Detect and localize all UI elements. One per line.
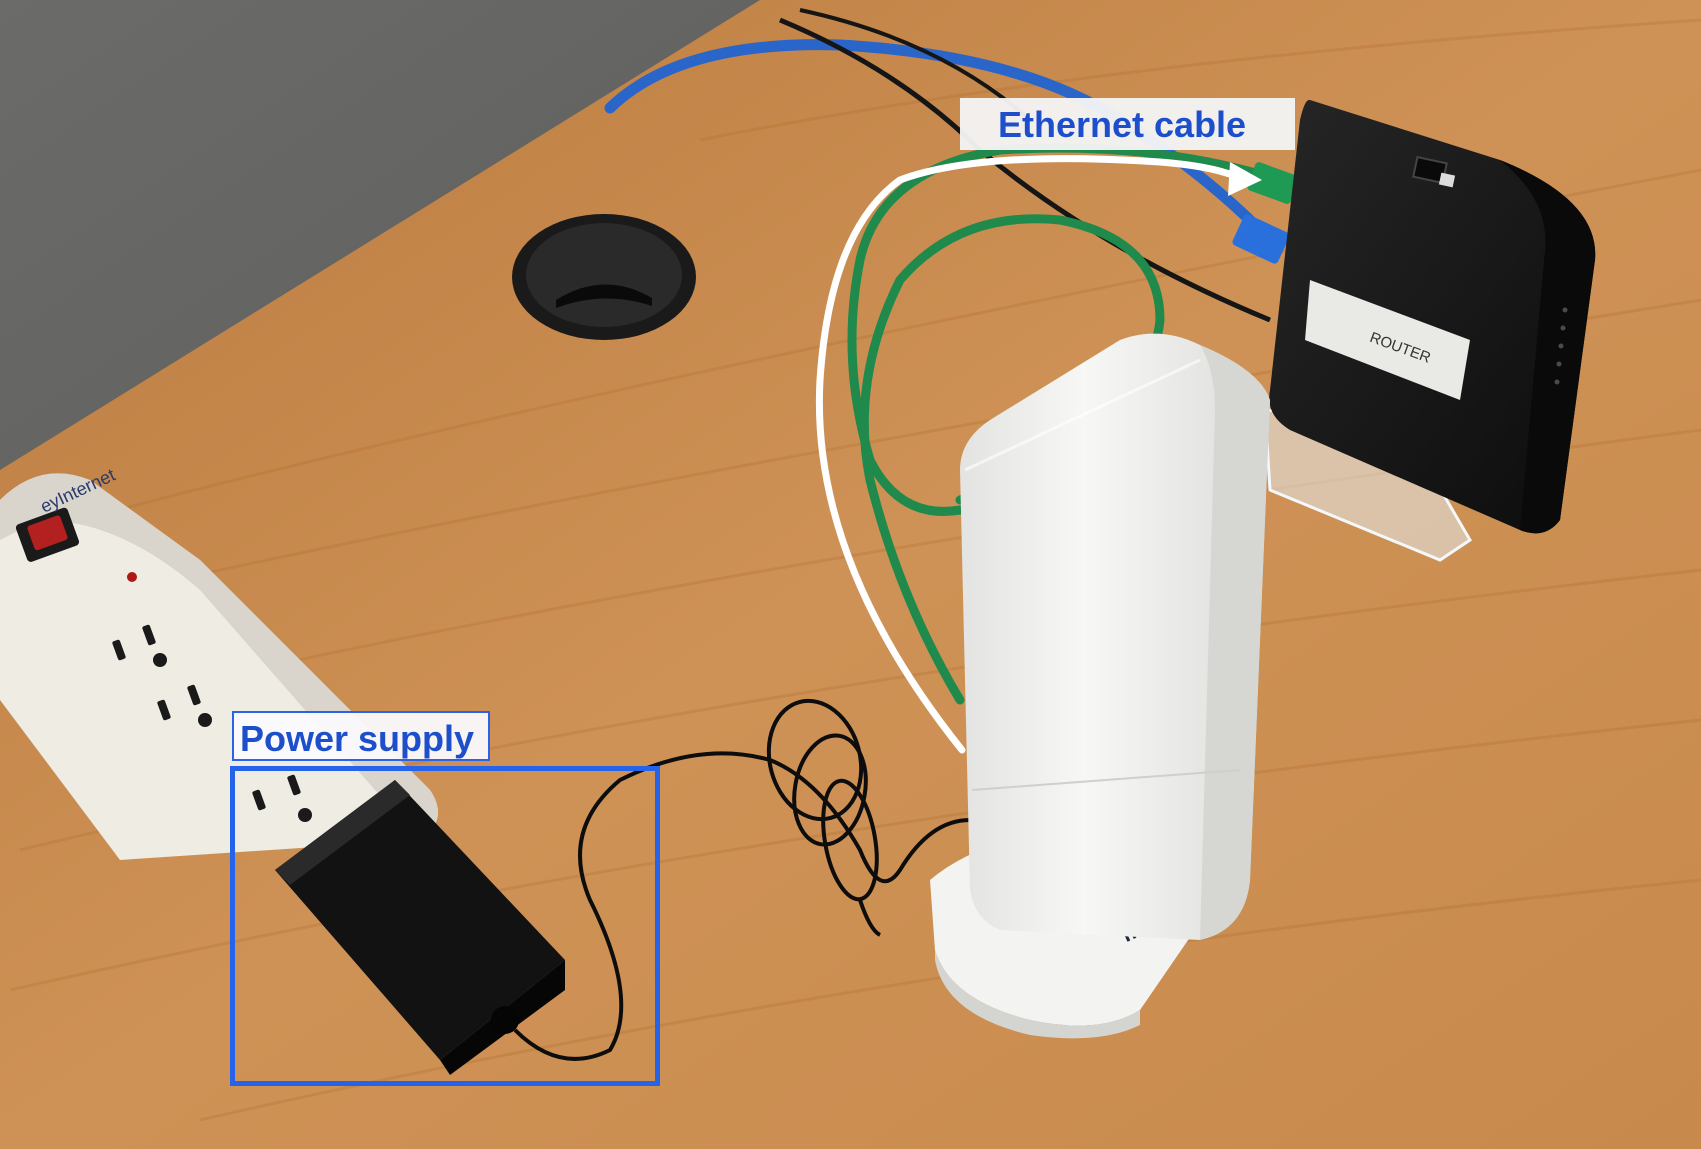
router-label — [1305, 280, 1470, 400]
green-connector — [1247, 162, 1299, 204]
power-cable-coil — [766, 698, 882, 937]
ethernet-cable-label: Ethernet cable — [960, 98, 1295, 150]
power-supply-label: Power supply — [232, 711, 490, 761]
ethernet-arrow — [815, 155, 1262, 754]
power-supply-brick — [275, 780, 565, 1075]
router: ROUTER — [1269, 99, 1596, 534]
desk-grommet — [512, 214, 696, 340]
blue-connector — [1232, 214, 1290, 264]
power-cable — [513, 751, 971, 1061]
access-point — [960, 333, 1270, 941]
